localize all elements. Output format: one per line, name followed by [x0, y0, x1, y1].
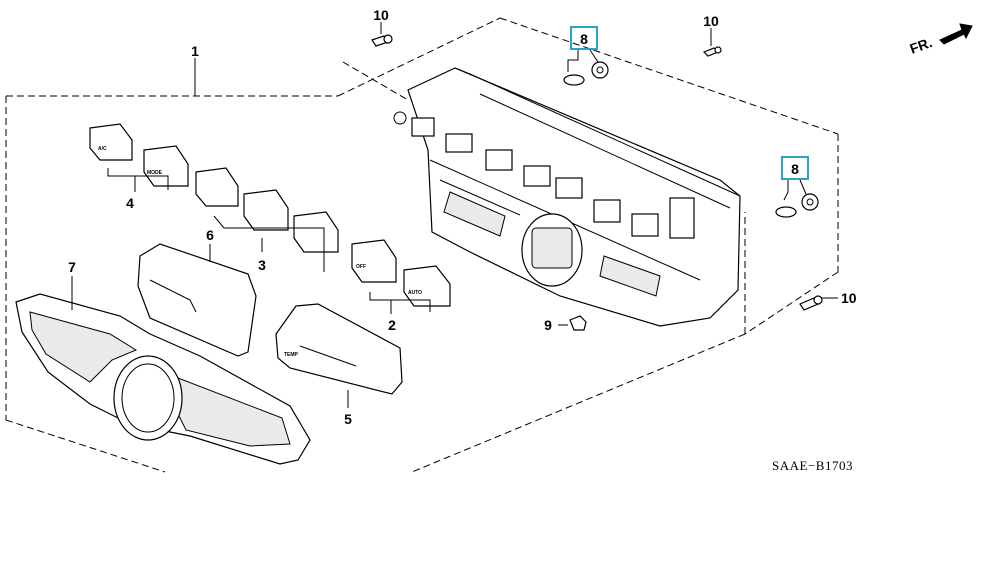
button-recirculate [293, 211, 339, 253]
callout-1: 1 [191, 43, 199, 59]
button-fan-1 [195, 167, 239, 207]
button-off: OFF [351, 239, 397, 283]
knob-cover-left [137, 243, 257, 357]
front-arrow-icon [939, 23, 973, 45]
screw-top-right-icon [702, 46, 722, 57]
svg-text:MODE: MODE [147, 170, 163, 176]
callout-7: 7 [68, 259, 76, 275]
callout-6: 6 [206, 227, 214, 243]
button-ac: A/C [89, 123, 133, 161]
assembly-boundary [5, 17, 839, 473]
climate-control-unit [393, 67, 741, 327]
diagram-code: SAAE−B1703 [772, 458, 853, 473]
svg-text:AUTO: AUTO [408, 290, 422, 296]
button-auto: AUTO [403, 265, 451, 307]
knob-cover-right: TEMP [275, 303, 403, 395]
svg-text:FR.: FR. [908, 34, 935, 57]
button-mode: MODE [143, 145, 189, 187]
screw-right-icon [799, 295, 823, 311]
svg-text:A/C: A/C [98, 146, 107, 152]
callout-8-right: 8 [791, 161, 799, 177]
clip-9-icon [569, 315, 587, 331]
callout-3: 3 [258, 257, 266, 273]
callout-5: 5 [344, 411, 352, 427]
button-fan-2 [243, 189, 289, 231]
callout-2: 2 [388, 317, 396, 333]
callout-8-highlight-right [781, 156, 809, 180]
callout-10-right: 10 [841, 290, 857, 306]
callout-8-top: 8 [580, 31, 588, 47]
callout-10-top-right: 10 [703, 13, 719, 29]
callout-4: 4 [126, 195, 134, 211]
screw-top-left-icon [371, 34, 393, 47]
callout-8-highlight-top [570, 26, 598, 50]
bulb-socket-top-icon [563, 61, 609, 86]
svg-text:OFF: OFF [356, 264, 366, 270]
front-direction-indicator: FR. [908, 23, 973, 57]
front-bezel [15, 293, 311, 465]
svg-text:TEMP: TEMP [284, 352, 299, 358]
bulb-socket-right-icon [775, 193, 819, 218]
callout-10-top-left: 10 [373, 7, 389, 23]
callout-9: 9 [544, 317, 552, 333]
